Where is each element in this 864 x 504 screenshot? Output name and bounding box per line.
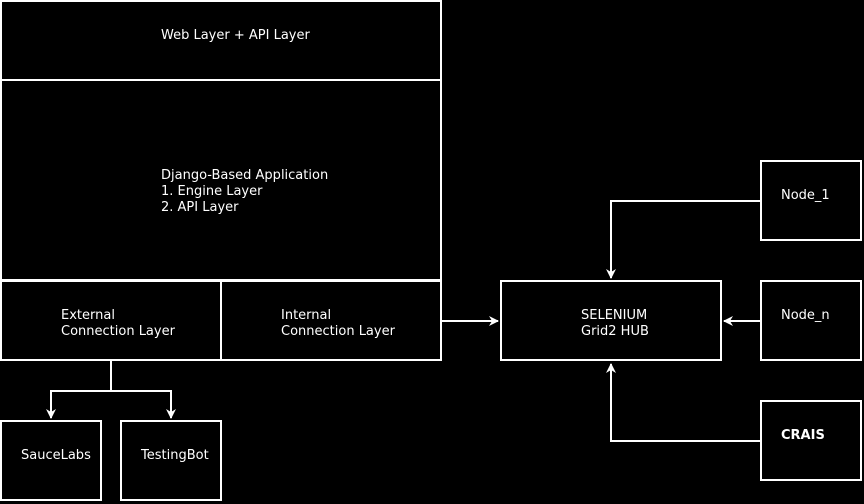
django-application-title: Django-Based Application: [161, 168, 329, 183]
external-to-saucelabs-arrow: [46, 361, 112, 419]
node-1-box: [760, 160, 862, 241]
node-1-label: Node_1: [781, 188, 830, 203]
node-n-box: [760, 280, 862, 361]
django-api-layer-item: 2. API Layer: [161, 200, 239, 215]
node-1-to-hub-arrow: [606, 200, 760, 279]
testingbot-label: TestingBot: [141, 448, 209, 463]
saucelabs-label: SauceLabs: [21, 448, 91, 463]
external-connection-label-line2: Connection Layer: [61, 324, 175, 339]
internal-connection-label-line1: Internal: [281, 308, 332, 323]
internal-connection-label-line2: Connection Layer: [281, 324, 395, 339]
selenium-hub-box: [500, 280, 722, 361]
external-to-testingbot-arrow: [111, 390, 176, 419]
selenium-hub-label-line1: SELENIUM: [581, 308, 648, 323]
crais-box: [760, 400, 862, 481]
selenium-hub-label-line2: Grid2 HUB: [581, 324, 649, 339]
saucelabs-box: [0, 420, 102, 501]
web-api-layer-label: Web Layer + API Layer: [161, 28, 310, 43]
testingbot-box: [120, 420, 222, 501]
crais-label: CRAIS: [781, 428, 825, 443]
django-engine-layer-item: 1. Engine Layer: [161, 184, 263, 199]
node-n-label: Node_n: [781, 308, 830, 323]
crais-to-hub-arrow: [606, 363, 760, 442]
external-connection-label-line1: External: [61, 308, 115, 323]
internal-connection-layer-box: [220, 280, 442, 361]
